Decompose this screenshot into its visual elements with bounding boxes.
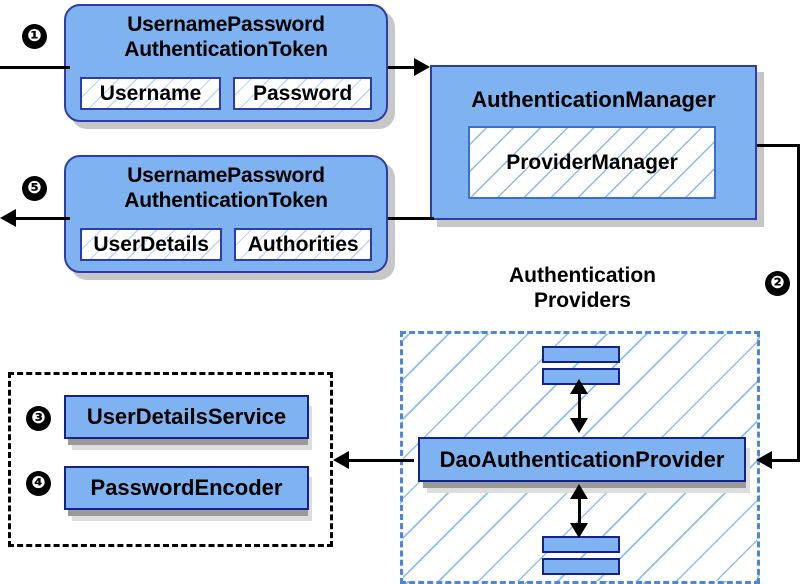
authentication-providers-title-line2: Providers: [534, 289, 631, 312]
request-token-title-line1: UsernamePassword: [127, 13, 325, 36]
step-marker-5: ❺: [22, 176, 47, 201]
provider-to-helpers-line: [348, 459, 414, 462]
token-to-manager-line: [388, 66, 426, 69]
provider-chain-lower-up-line: [578, 495, 581, 528]
other-provider-chip-1[interactable]: [542, 346, 620, 363]
provider-manager-box[interactable]: ProviderManager: [468, 126, 716, 199]
manager-to-response-line: [388, 217, 434, 220]
other-provider-chip-4[interactable]: [542, 558, 620, 575]
user-details-service-box[interactable]: UserDetailsService: [64, 395, 309, 439]
user-details-slot[interactable]: UserDetails: [80, 228, 223, 261]
password-slot[interactable]: Password: [233, 77, 372, 110]
manager-to-provider-vertical-line: [797, 144, 800, 461]
provider-chain-down-arrowhead: [570, 418, 588, 433]
authentication-providers-title: Authentication Providers: [470, 263, 695, 313]
response-token-title: UsernamePassword AuthenticationToken: [66, 163, 386, 213]
provider-chain-lower-down-arrowhead: [570, 523, 588, 538]
authentication-providers-title-line1: Authentication: [509, 264, 656, 287]
password-encoder-box[interactable]: PasswordEncoder: [64, 466, 309, 510]
authentication-manager-title: AuthenticationManager: [471, 87, 716, 112]
dao-authentication-provider-box[interactable]: DaoAuthenticationProvider: [418, 437, 746, 482]
response-token-title-line1: UsernamePassword: [127, 164, 325, 187]
request-token-title-line2: AuthenticationToken: [124, 38, 328, 61]
request-token-slots: Username Password: [80, 77, 372, 110]
provider-chain-up-line: [578, 390, 581, 423]
request-token-box[interactable]: UsernamePassword AuthenticationToken Use…: [64, 4, 388, 122]
response-token-title-line2: AuthenticationToken: [124, 189, 328, 212]
manager-to-provider-top-line: [757, 144, 800, 147]
token-to-manager-arrowhead: [414, 58, 430, 76]
step-marker-2: ❷: [765, 271, 790, 296]
authorities-slot[interactable]: Authorities: [234, 228, 372, 261]
manager-to-provider-bottom-line: [770, 459, 800, 462]
incoming-request-line: [0, 66, 70, 69]
provider-chain-up-arrowhead: [570, 379, 588, 394]
step-marker-3: ❸: [26, 406, 51, 431]
provider-to-helpers-arrowhead: [333, 451, 349, 469]
provider-chain-lower-up-arrowhead: [570, 484, 588, 499]
response-token-box[interactable]: UsernamePassword AuthenticationToken Use…: [64, 155, 388, 273]
outgoing-response-arrowhead: [0, 209, 16, 227]
username-slot[interactable]: Username: [80, 77, 222, 110]
request-token-title: UsernamePassword AuthenticationToken: [66, 12, 386, 62]
other-provider-chip-3[interactable]: [542, 536, 620, 553]
outgoing-response-line: [8, 217, 70, 220]
step-marker-4: ❹: [26, 471, 51, 496]
response-token-slots: UserDetails Authorities: [80, 228, 372, 261]
manager-to-provider-arrowhead: [756, 451, 772, 469]
authentication-manager-box[interactable]: AuthenticationManager ProviderManager: [430, 65, 757, 220]
step-marker-1: ❶: [22, 24, 47, 49]
